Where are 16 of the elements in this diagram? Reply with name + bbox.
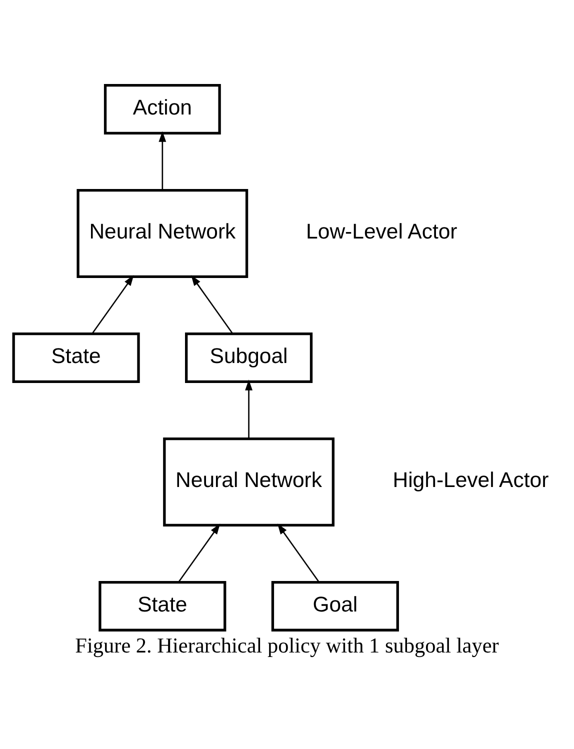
arrow [191, 274, 234, 334]
arrow [245, 379, 253, 438]
arrow [178, 523, 220, 582]
node-box: Subgoal [185, 332, 313, 382]
arrow [92, 274, 134, 334]
node-box: Action [104, 83, 221, 134]
node-label: High-Level Actor [392, 468, 549, 492]
node-label: Low-Level Actor [306, 219, 458, 244]
arrow [158, 130, 166, 190]
node-box: Neural Network [76, 188, 248, 278]
node-box: Goal [271, 580, 399, 631]
node-box: State [12, 332, 140, 382]
node-box: Neural Network [163, 436, 334, 526]
arrow [277, 523, 320, 582]
node-box: State [98, 580, 226, 631]
caption: Figure 2. Hierarchical policy with 1 subgoal layer [75, 632, 499, 657]
